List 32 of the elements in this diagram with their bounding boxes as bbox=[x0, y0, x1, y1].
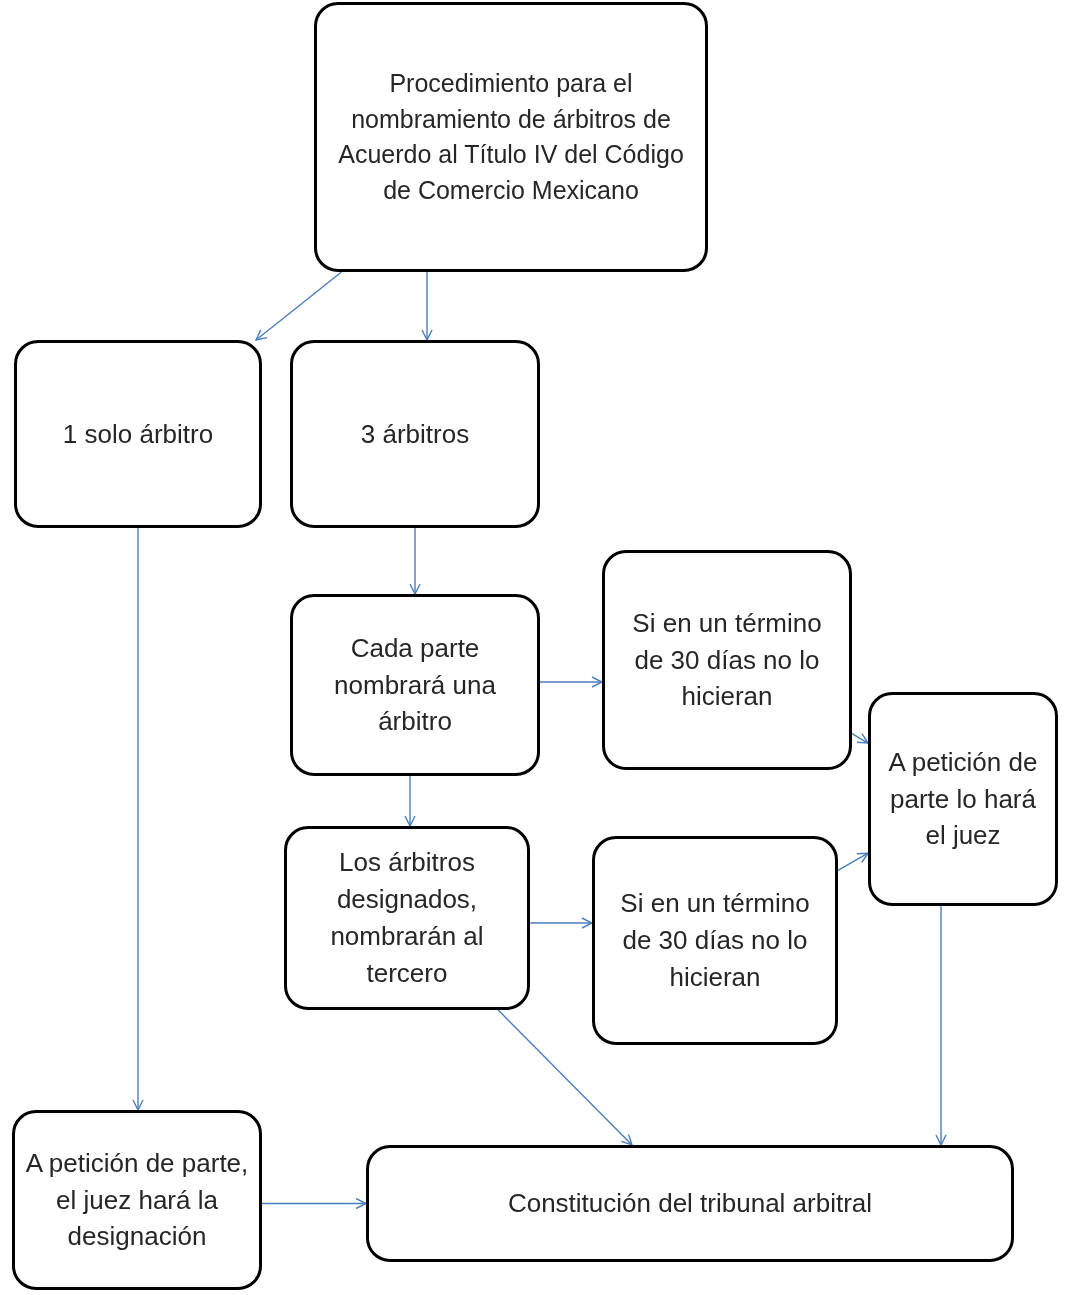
process-box bbox=[290, 340, 540, 528]
process-box bbox=[868, 692, 1058, 906]
arrow bbox=[261, 1197, 367, 1210]
arrow bbox=[529, 917, 593, 929]
process-box bbox=[366, 1145, 1014, 1262]
arrow bbox=[497, 1009, 633, 1146]
arrow bbox=[132, 527, 144, 1111]
arrow bbox=[935, 905, 947, 1146]
box-text: A petición de parte lo hará el juez bbox=[887, 745, 1039, 853]
arrow bbox=[851, 732, 869, 744]
box-text: 1 solo árbitro bbox=[62, 417, 214, 451]
box-text: Procedimiento para el nombramiento de árbitros de Acuerdo al Título IV del Código de Comercio Mexicano bbox=[337, 68, 685, 206]
arrow bbox=[837, 852, 869, 872]
arrow bbox=[421, 271, 433, 341]
arrow bbox=[255, 271, 343, 341]
process-box bbox=[284, 826, 530, 1010]
process-box bbox=[14, 340, 262, 528]
box-text: 3 árbitros bbox=[360, 417, 470, 451]
arrow bbox=[409, 527, 421, 595]
process-box bbox=[12, 1110, 262, 1290]
arrow bbox=[404, 775, 416, 827]
process-box bbox=[314, 2, 708, 272]
box-text: Cada parte nombrará una árbitro bbox=[333, 631, 497, 739]
process-box bbox=[592, 836, 838, 1045]
arrow bbox=[539, 676, 603, 688]
box-text: A petición de parte, el juez hará la designación bbox=[24, 1146, 250, 1254]
box-text: Si en un término de 30 días no lo hicieran bbox=[631, 606, 823, 714]
box-text: Los árbitros designados, nombrarán al tercero bbox=[329, 846, 485, 990]
box-text: Si en un término de 30 días no lo hicieran bbox=[619, 887, 811, 994]
box-text: Constitución del tribunal arbitral bbox=[507, 1187, 873, 1221]
process-box bbox=[602, 550, 852, 770]
process-box bbox=[290, 594, 540, 776]
